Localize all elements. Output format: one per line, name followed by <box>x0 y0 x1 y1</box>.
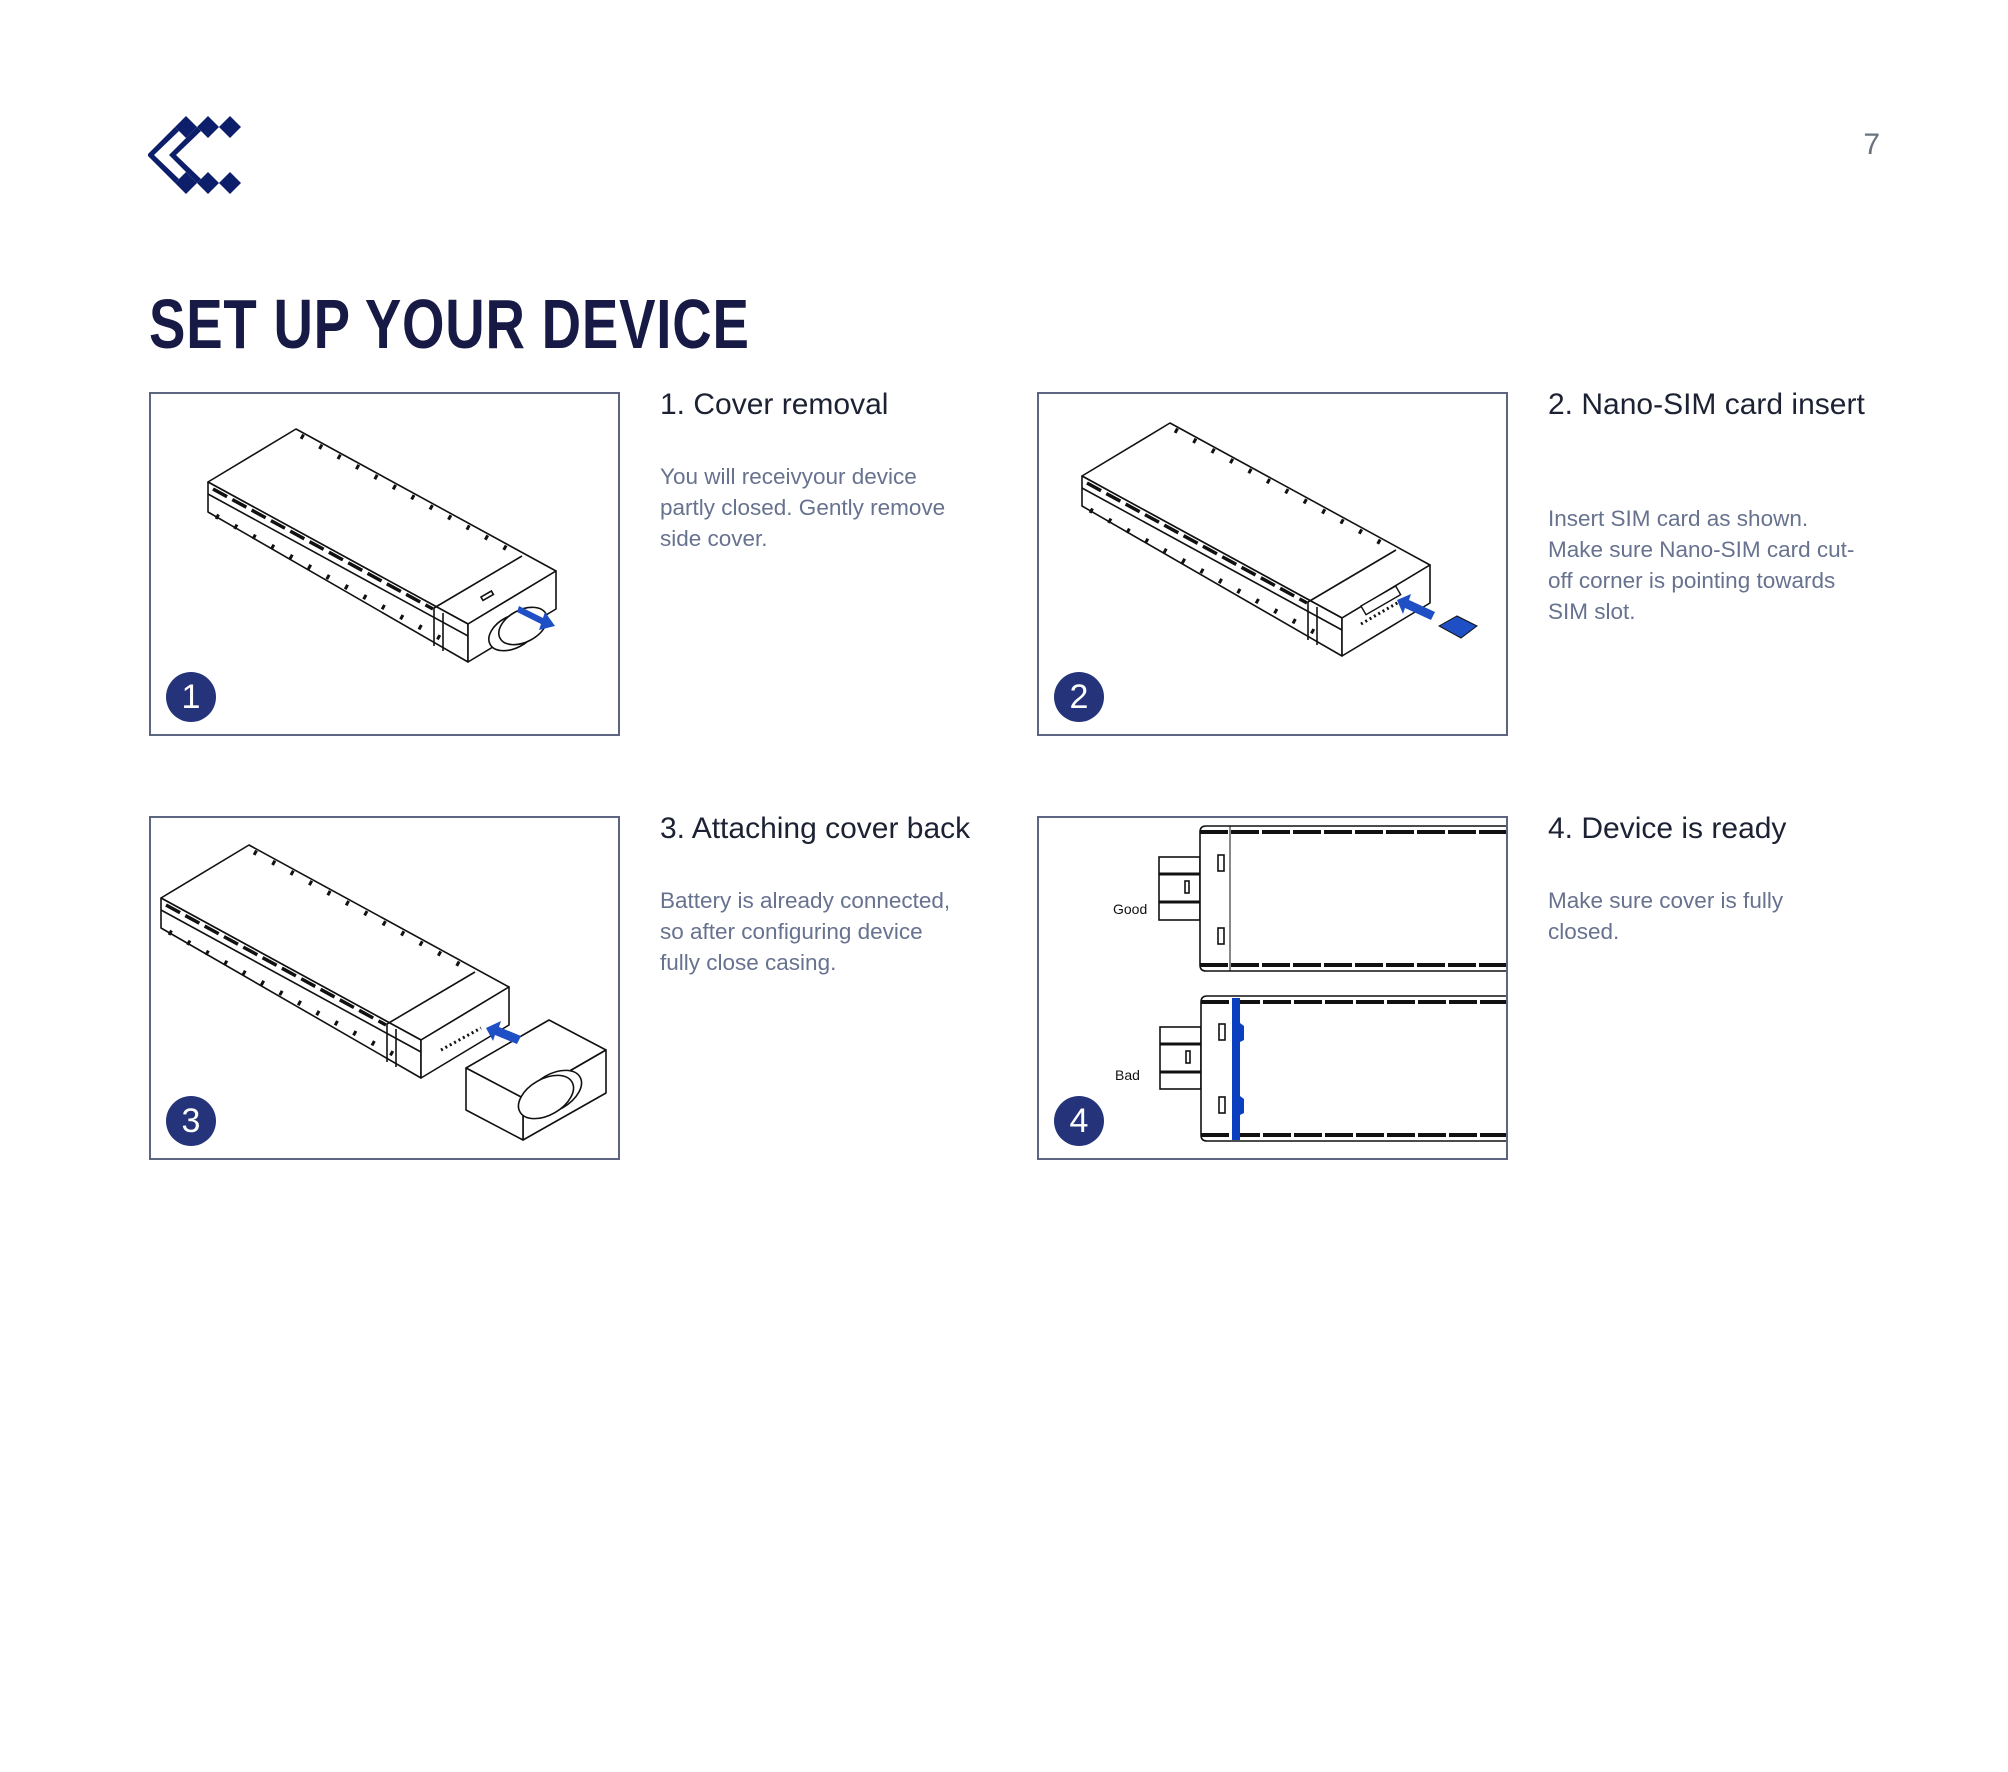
body-line: off corner is pointing towards <box>1548 568 1836 593</box>
device-attach-cover-drawing <box>151 818 607 1141</box>
device-cover-removal-drawing <box>151 394 618 734</box>
body-line: Battery is already connected, <box>660 888 951 913</box>
brand-logo <box>147 116 246 194</box>
bad-label: Bad <box>1115 1067 1140 1083</box>
step-4-illustration: Good Bad 4 <box>1037 816 1508 1160</box>
body-line: SIM slot. <box>1548 599 1636 624</box>
brand-chevron-logo-icon <box>147 116 241 194</box>
step-1-title: 1. Cover removal <box>660 388 889 421</box>
body-line: side cover. <box>660 526 768 551</box>
step-2-illustration: 2 <box>1037 392 1508 736</box>
step-badge: 4 <box>1054 1096 1104 1146</box>
sim-card-icon <box>1437 615 1478 639</box>
body-line: Insert SIM card as shown. <box>1548 506 1809 531</box>
body-line: closed. <box>1548 919 1620 944</box>
step-2-title: 2. Nano-SIM card insert <box>1548 388 1865 421</box>
good-label: Good <box>1113 901 1147 917</box>
misaligned-cover-band <box>1232 998 1244 1140</box>
step-3-title: 3. Attaching cover back <box>660 812 971 845</box>
step-4-title: 4. Device is ready <box>1548 812 1787 845</box>
device-sim-insert-drawing <box>1039 394 1478 734</box>
arrow-icon <box>486 1021 521 1044</box>
device-closed-comparison-drawing: Good Bad <box>1113 825 1506 1142</box>
page-title: SET UP YOUR DEVICE <box>149 285 750 363</box>
step-badge: 1 <box>166 672 216 722</box>
step-3-body: Battery is already connected, so after c… <box>660 885 1000 978</box>
step-1-illustration: 1 <box>149 392 620 736</box>
step-3-illustration: 3 <box>149 816 620 1160</box>
step-badge: 2 <box>1054 672 1104 722</box>
body-line: fully close casing. <box>660 950 837 975</box>
body-line: so after configuring device <box>660 919 923 944</box>
page-number: 7 <box>1863 128 1880 161</box>
body-line: Make sure cover is fully <box>1548 888 1784 913</box>
arrow-icon <box>1397 594 1435 620</box>
arrow-icon <box>517 606 555 630</box>
body-line: partly closed. Gently remove <box>660 495 946 520</box>
body-line: Make sure Nano-SIM card cut- <box>1548 537 1855 562</box>
step-2-body: Insert SIM card as shown. Make sure Nano… <box>1548 503 1888 627</box>
step-4-body: Make sure cover is fully closed. <box>1548 885 1888 947</box>
step-1-body: You will receivyour device partly closed… <box>660 461 1000 554</box>
step-badge: 3 <box>166 1096 216 1146</box>
body-line: You will receivyour device <box>660 464 917 489</box>
